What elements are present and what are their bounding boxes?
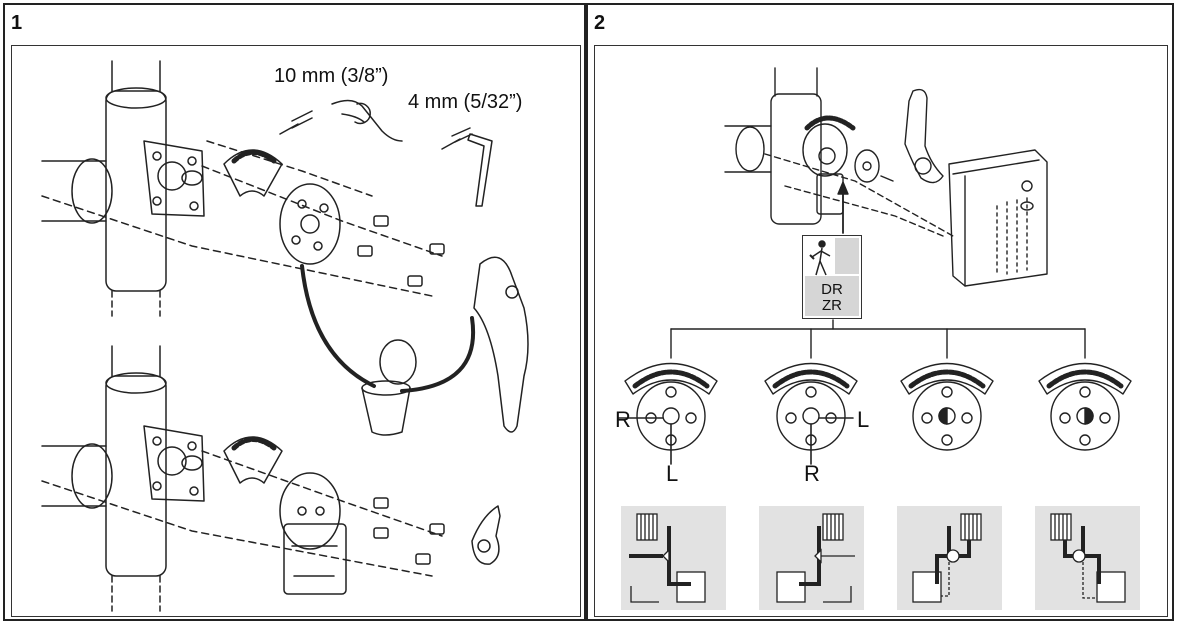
flow-diagram-3	[897, 506, 1002, 610]
tool-box-code-area	[805, 276, 859, 316]
code-dr: DR	[821, 281, 843, 298]
mounting-axes	[764, 153, 954, 237]
hex-key	[467, 133, 493, 207]
lower-scale-plate	[223, 436, 283, 484]
hex-key-size-label: 4 mm (5/32”)	[408, 91, 523, 113]
dial-2-label-r: R	[804, 461, 820, 486]
arrow-lever-to-bucket	[400, 316, 476, 393]
tool-selection-box: DR ZR	[802, 235, 862, 319]
step-2-panel: 2	[586, 3, 1174, 621]
actuator-housing	[948, 149, 1048, 287]
dial-4	[1038, 362, 1132, 451]
dial-2	[764, 362, 858, 465]
mounting-drawing	[618, 67, 1140, 610]
arrow-head	[837, 181, 849, 195]
wrench-dimension-arrow	[279, 123, 299, 135]
tree-branches	[670, 328, 1086, 359]
tool-box-shade	[835, 238, 859, 274]
code-zr: ZR	[822, 297, 842, 314]
dial-1-label-l: L	[666, 461, 679, 486]
step-number-2: 2	[594, 12, 606, 34]
hex-dimension-arrow	[441, 138, 461, 150]
upper-valve-body	[41, 60, 167, 317]
lower-valve-body	[41, 345, 167, 612]
arrow-disc-to-bucket	[300, 264, 376, 388]
upper-valve-flange	[143, 140, 205, 217]
lower-assembly-axes	[41, 450, 443, 577]
wrench-size-label: 10 mm (3/8”)	[274, 65, 389, 87]
upper-adapter-disc	[279, 183, 341, 265]
valve-lever-handle	[473, 256, 529, 433]
open-end-wrench	[331, 99, 403, 142]
disassembly-illustration: 10 mm (3/8”) 4 mm (5/32”)	[11, 45, 581, 617]
flow-diagram-2	[759, 506, 864, 610]
position-indicator-pointer	[471, 505, 501, 565]
dial-1	[618, 362, 718, 465]
upper-scale-plate	[223, 149, 283, 197]
service-person-icon	[809, 240, 831, 276]
lower-mounting-bracket	[279, 472, 347, 595]
adapter-disc	[854, 149, 880, 183]
lower-valve-flange	[143, 425, 205, 502]
small-screw	[880, 175, 894, 182]
lower-screws	[373, 497, 445, 565]
mounting-illustration: DR ZR R L L R	[594, 45, 1168, 617]
disassembly-drawing	[41, 60, 529, 612]
flow-diagram-1	[621, 506, 726, 610]
step-1-panel: 1	[3, 3, 586, 621]
flow-diagram-4	[1035, 506, 1140, 610]
valve-scale-assembly	[802, 115, 856, 215]
lever-handle	[904, 88, 944, 184]
upper-screws	[357, 215, 445, 287]
bucket	[361, 339, 417, 436]
valve-body	[724, 67, 822, 225]
step-number-1: 1	[11, 12, 23, 34]
dial-3	[900, 362, 994, 451]
dial-2-label-l: L	[857, 407, 870, 432]
dial-1-label-r: R	[615, 407, 631, 432]
upper-assembly-axes	[41, 140, 443, 297]
